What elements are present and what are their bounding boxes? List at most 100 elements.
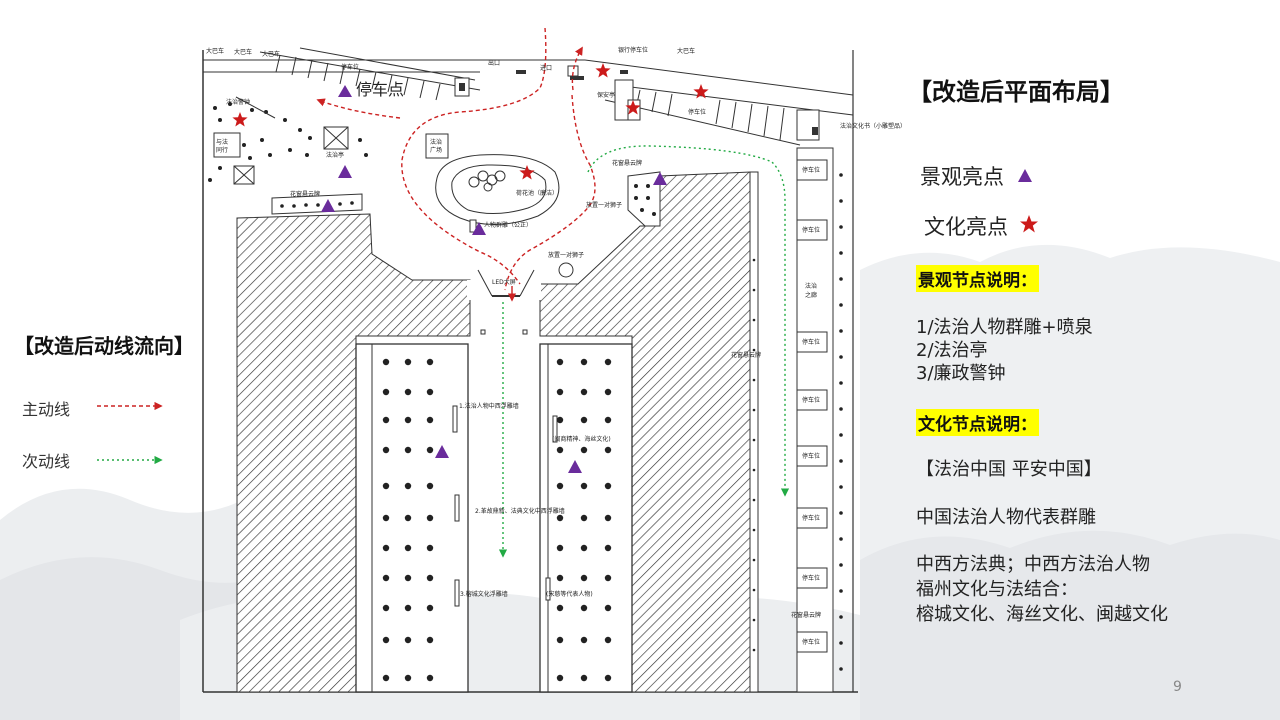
page-number: 9 bbox=[1173, 679, 1182, 695]
tree-icon bbox=[426, 544, 434, 552]
tree-icon bbox=[426, 604, 434, 612]
tree-icon bbox=[556, 636, 564, 644]
tree-icon bbox=[580, 574, 588, 582]
label-bus-top: 大巴车 bbox=[677, 47, 695, 55]
label-bank: 银行停车位 bbox=[618, 46, 648, 54]
legend-secondary-label: 次动线 bbox=[22, 452, 71, 471]
label-led: LED大屏 bbox=[492, 278, 516, 286]
tree-icon bbox=[426, 358, 434, 366]
legend-main-line: 主动线 bbox=[22, 396, 70, 420]
culture-line-3: 中西方法典；中西方法治人物 bbox=[916, 554, 1150, 575]
legend-secondary-line: 次动线 bbox=[22, 448, 70, 472]
label-bus-b: 大巴车 bbox=[262, 50, 280, 58]
tree-icon bbox=[404, 674, 412, 682]
label-law-pavilion: 法治亭 bbox=[326, 151, 344, 159]
tree-icon bbox=[382, 514, 390, 522]
tree-icon bbox=[580, 416, 588, 424]
label-bus-a: 大巴车 bbox=[234, 48, 252, 56]
tree-icon bbox=[404, 358, 412, 366]
label-park-right-top: 停车位 bbox=[688, 108, 706, 116]
tree-icon bbox=[604, 544, 612, 552]
tree-icon bbox=[404, 446, 412, 454]
tree-icon bbox=[382, 604, 390, 612]
tree-icon bbox=[604, 514, 612, 522]
tree-icon bbox=[382, 574, 390, 582]
flow-legend-title: 【改造后动线流向】 bbox=[14, 334, 194, 358]
key-landscape: 景观亮点 bbox=[920, 161, 1035, 191]
legend-main-label: 主动线 bbox=[22, 400, 71, 419]
tree-icon bbox=[382, 358, 390, 366]
label-lions-right: 放置一对狮子 bbox=[586, 201, 622, 209]
label-wall-hm: (闽商精神、海丝文化) bbox=[552, 435, 611, 443]
landscape-heading: 景观节点说明： bbox=[916, 265, 1039, 292]
tree-icon bbox=[404, 636, 412, 644]
culture-line-4: 福州文化与法结合： bbox=[916, 579, 1078, 600]
stall-label: 停车位 bbox=[802, 338, 820, 346]
tree-icon bbox=[580, 388, 588, 396]
tree-icon bbox=[382, 636, 390, 644]
tree-icon bbox=[404, 604, 412, 612]
tree-icon bbox=[556, 604, 564, 612]
label-flower-cloud-bottom: 花窗悬云牌 bbox=[791, 611, 821, 619]
tree-icon bbox=[556, 482, 564, 490]
stall-label: 停车位 bbox=[802, 452, 820, 460]
tree-icon bbox=[426, 482, 434, 490]
tree-icon bbox=[580, 482, 588, 490]
tree-icon bbox=[426, 416, 434, 424]
tree-icon bbox=[604, 416, 612, 424]
tree-icon bbox=[426, 514, 434, 522]
tree-icon bbox=[580, 446, 588, 454]
tree-icon bbox=[604, 388, 612, 396]
tree-icon bbox=[556, 514, 564, 522]
tree-icon bbox=[404, 514, 412, 522]
tree-icon bbox=[604, 604, 612, 612]
tree-icon bbox=[382, 388, 390, 396]
culture-star-icon bbox=[693, 84, 709, 99]
label-with-law-1: 与法 bbox=[216, 138, 228, 146]
label-exit: 出口 bbox=[488, 59, 500, 67]
tree-icon bbox=[556, 674, 564, 682]
tree-icon bbox=[604, 358, 612, 366]
tree-icon bbox=[604, 636, 612, 644]
label-wall-people: (宋慈等代表人物) bbox=[546, 590, 593, 598]
tree-icon bbox=[404, 574, 412, 582]
tree-icon bbox=[580, 604, 588, 612]
tree-icon bbox=[580, 514, 588, 522]
tree-icon bbox=[604, 674, 612, 682]
tree-icon bbox=[382, 674, 390, 682]
tree-icon bbox=[382, 544, 390, 552]
label-lotus-pond: 荷花池（廉洁） bbox=[516, 189, 558, 197]
key-culture: 文化亮点 bbox=[924, 211, 1039, 241]
culture-line-1: 【法治中国 平安中国】 bbox=[916, 459, 1102, 480]
label-flower-cloud-left: 花窗悬云牌 bbox=[290, 190, 320, 198]
label-warning-bell: 法治警钟 bbox=[226, 98, 250, 106]
tree-icon bbox=[556, 446, 564, 454]
tree-icon bbox=[426, 446, 434, 454]
stall-label: 停车位 bbox=[802, 226, 820, 234]
tree-icon bbox=[382, 482, 390, 490]
label-law-square-2: 广场 bbox=[430, 146, 442, 154]
tree-icon bbox=[382, 416, 390, 424]
tree-icon bbox=[580, 358, 588, 366]
tree-icon bbox=[556, 544, 564, 552]
culture-heading: 文化节点说明： bbox=[916, 409, 1039, 436]
key-culture-label: 文化亮点 bbox=[924, 215, 1008, 239]
label-lions-center: 放置一对狮子 bbox=[548, 251, 584, 259]
label-wall2: 2.革故鼎新、法典文化中西浮雕墙 bbox=[475, 507, 565, 515]
label-law-corridor-1: 法治 bbox=[805, 282, 817, 290]
layout-title: 【改造后平面布局】 bbox=[908, 78, 1124, 106]
label-wall3: 3.榕城文化浮雕墙 bbox=[460, 590, 508, 598]
tree-icon bbox=[580, 636, 588, 644]
label-law-book: 法治文化书（小雕塑品） bbox=[840, 122, 906, 130]
tree-icon bbox=[404, 388, 412, 396]
tree-icon bbox=[382, 446, 390, 454]
tree-icon bbox=[580, 544, 588, 552]
tree-icon bbox=[426, 574, 434, 582]
label-wall1: 1.法治人物中西浮雕墙 bbox=[459, 402, 519, 410]
tree-icon bbox=[604, 482, 612, 490]
label-park-top: 停车位 bbox=[341, 63, 359, 71]
culture-line-2: 中国法治人物代表群雕 bbox=[916, 507, 1096, 528]
label-law-corridor-2: 之廊 bbox=[805, 291, 817, 299]
tree-icon bbox=[556, 574, 564, 582]
